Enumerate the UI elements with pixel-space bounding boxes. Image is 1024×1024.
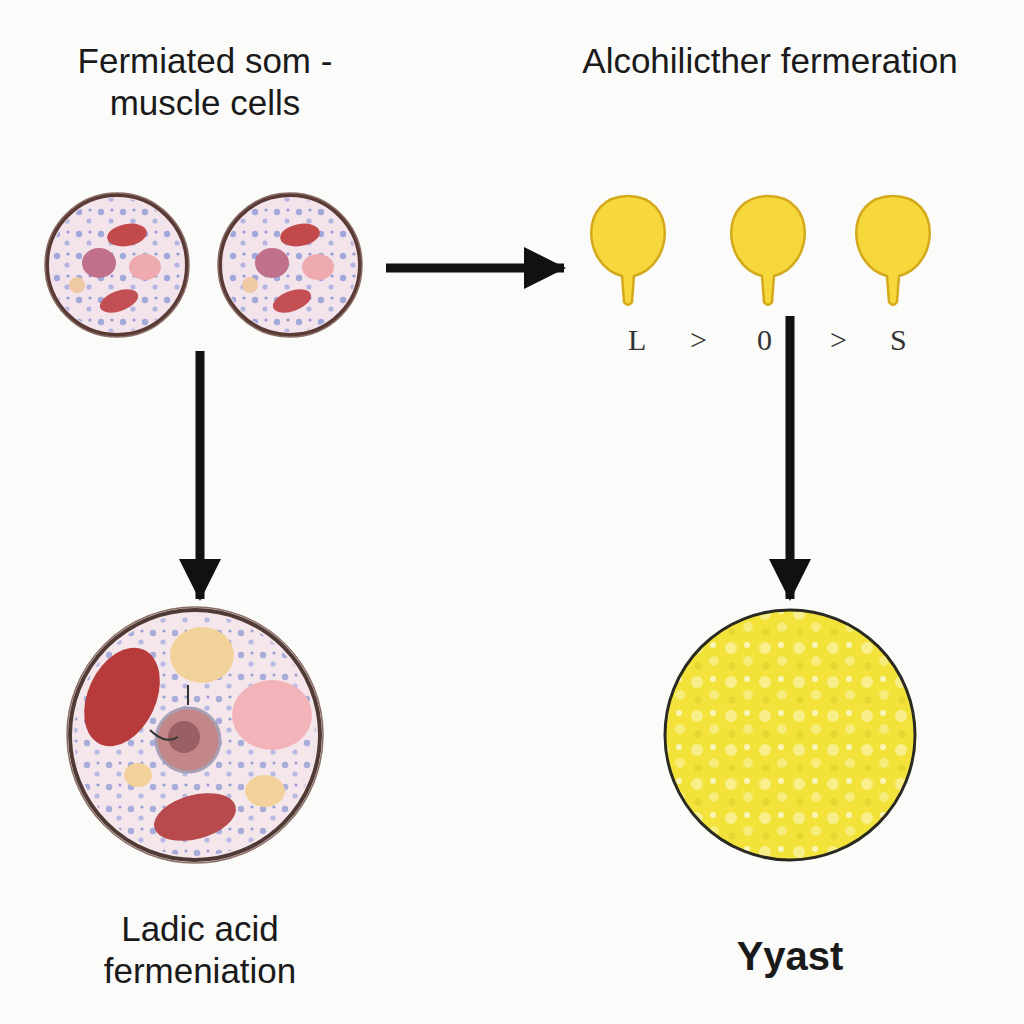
sequence-letter: > xyxy=(830,325,847,355)
node-heading: Alcohilicther fermeration xyxy=(570,40,970,82)
node-heading: Yyast xyxy=(655,932,925,980)
flow-arrow xyxy=(196,351,205,599)
sequence-letter: > xyxy=(690,325,707,355)
cell-group: Ladic acid fermeniation xyxy=(60,605,340,1000)
sequence-letter: 0 xyxy=(757,325,772,355)
node-heading: Fermiated som - muscle cells xyxy=(30,40,380,124)
cell-group: Alcohilicther fermeration xyxy=(570,30,970,310)
cell-group: Fermiated som - muscle cells xyxy=(30,30,380,345)
cell-group: Yyast xyxy=(655,605,925,990)
sequence-letter: S xyxy=(890,325,907,355)
sequence-letter: L xyxy=(628,325,646,355)
flow-arrow xyxy=(786,316,795,599)
node-heading: Ladic acid fermeniation xyxy=(60,908,340,992)
cell-illustration xyxy=(655,605,925,990)
flow-arrow xyxy=(386,264,564,273)
